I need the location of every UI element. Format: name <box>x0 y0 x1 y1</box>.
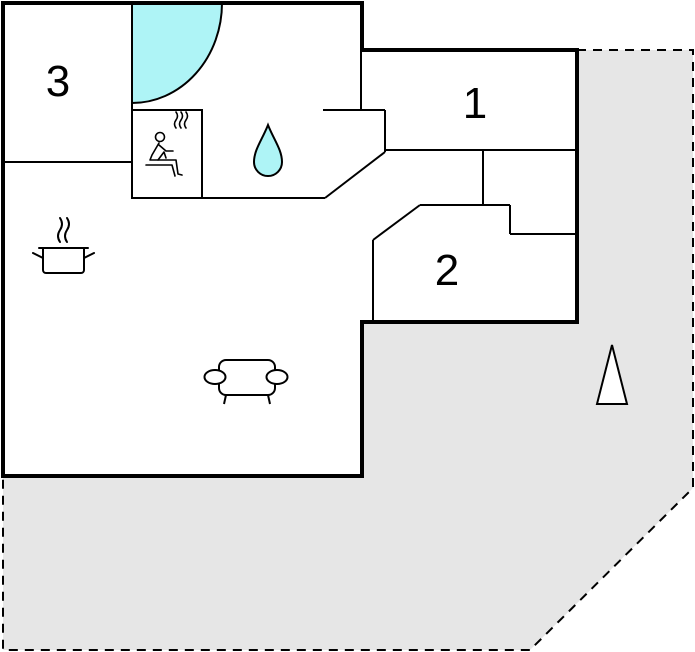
exterior-walls <box>1 1 579 478</box>
sofa-icon <box>203 359 289 405</box>
room-label-1: 1 <box>463 79 487 128</box>
room-label-2: 2 <box>435 246 459 295</box>
terrace-area <box>3 50 693 650</box>
pool-area <box>131 2 224 105</box>
sauna-icon <box>145 111 189 177</box>
house-footprint <box>3 3 577 476</box>
cooking-pot-icon <box>32 217 95 274</box>
room-label-3: 3 <box>46 57 70 106</box>
water-drop-icon <box>252 122 284 177</box>
north-arrow-icon <box>595 344 629 405</box>
terrace-dashed-outline <box>2 49 694 651</box>
interior-walls <box>3 3 575 320</box>
